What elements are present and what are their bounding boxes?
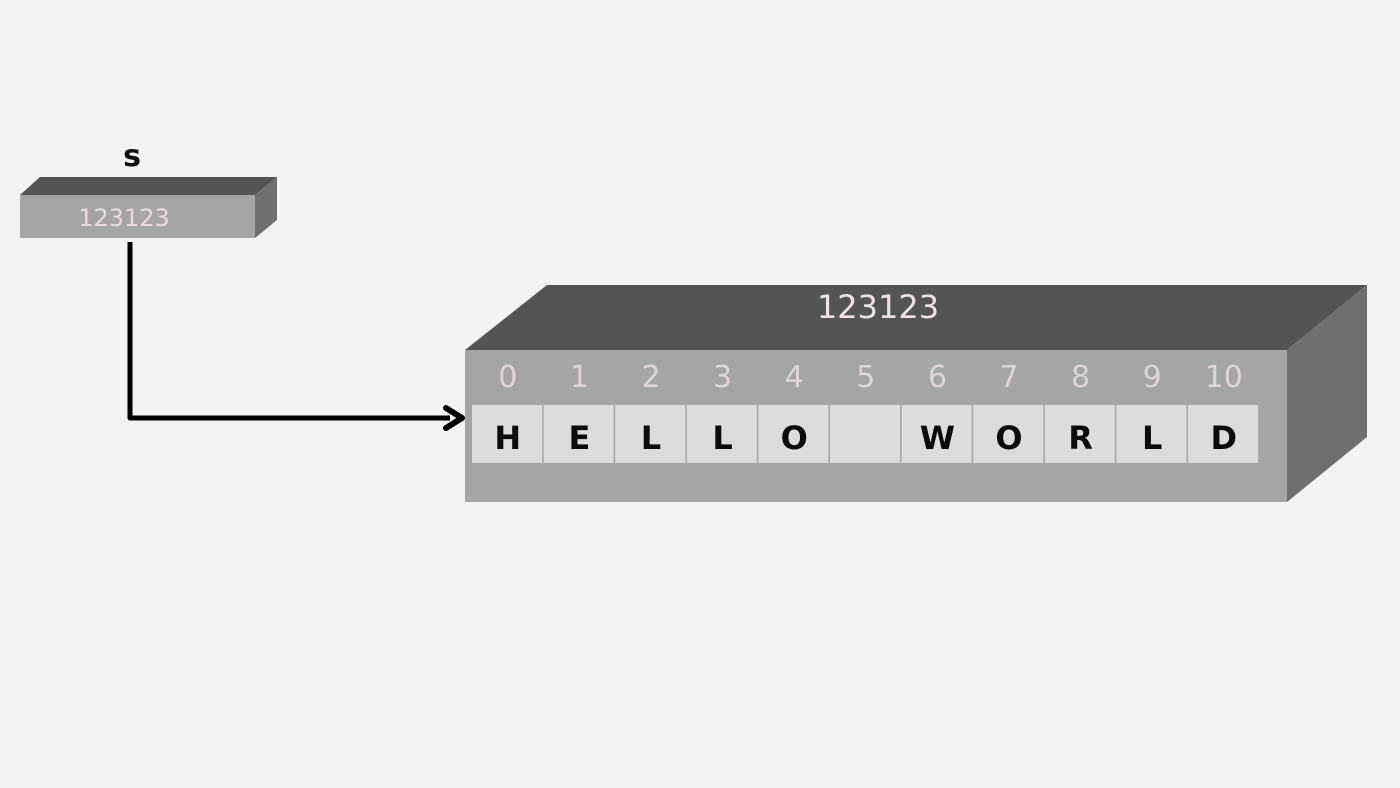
cell-index-label: 5 bbox=[856, 360, 875, 395]
memory-block-top bbox=[465, 285, 1367, 350]
memory-block-side bbox=[1287, 285, 1367, 502]
pointer-value-label: 123123 bbox=[78, 204, 170, 232]
pointer-box-front bbox=[20, 195, 255, 238]
cell-char-label: O bbox=[995, 419, 1022, 457]
cell-index-label: 6 bbox=[928, 360, 947, 395]
memory-cell bbox=[686, 405, 757, 463]
cell-index-label: 10 bbox=[1205, 360, 1243, 395]
pointer-box-side bbox=[255, 177, 277, 238]
memory-cell bbox=[758, 405, 829, 463]
cell-index-label: 7 bbox=[999, 360, 1018, 395]
pointer-box-top bbox=[20, 177, 277, 195]
cell-index-label: 0 bbox=[498, 360, 517, 395]
cell-char-label: L bbox=[1142, 419, 1162, 457]
cell-char-label: L bbox=[712, 419, 732, 457]
pointer-box: 123123 bbox=[20, 177, 277, 238]
memory-cell bbox=[543, 405, 614, 463]
memory-address-label: 123123 bbox=[817, 288, 939, 326]
cell-char-label: L bbox=[641, 419, 661, 457]
memory-cell bbox=[973, 405, 1044, 463]
cell-index-label: 1 bbox=[570, 360, 589, 395]
memory-cell bbox=[1044, 405, 1115, 463]
arrow-head bbox=[443, 405, 465, 431]
memory-block: 123123 0H 1E 2L 3L 4O 5 6W 7O 8R 9L 10D bbox=[465, 285, 1367, 502]
cell-char-label: D bbox=[1211, 419, 1238, 457]
cell-index-label: 9 bbox=[1143, 360, 1162, 395]
memory-cell bbox=[472, 405, 543, 463]
arrow-line bbox=[127, 242, 450, 421]
memory-cell bbox=[1188, 405, 1259, 463]
cell-index-label: 4 bbox=[785, 360, 804, 395]
memory-cell bbox=[1116, 405, 1187, 463]
memory-cell bbox=[615, 405, 686, 463]
cell-index-label: 8 bbox=[1071, 360, 1090, 395]
cell-char-label: R bbox=[1068, 419, 1093, 457]
memory-cells: 0H 1E 2L 3L 4O 5 6W 7O 8R 9L 10D bbox=[472, 360, 1259, 463]
pointer-name-label: s bbox=[123, 139, 141, 174]
cell-char-label: W bbox=[920, 419, 955, 457]
pointer-arrow bbox=[127, 242, 465, 431]
cell-char-label: H bbox=[494, 419, 521, 457]
cell-index-label: 2 bbox=[641, 360, 660, 395]
memory-cell bbox=[901, 405, 972, 463]
memory-cell bbox=[830, 405, 901, 463]
cell-char-label: E bbox=[568, 419, 590, 457]
cell-index-label: 3 bbox=[713, 360, 732, 395]
cell-char-label: O bbox=[781, 419, 808, 457]
